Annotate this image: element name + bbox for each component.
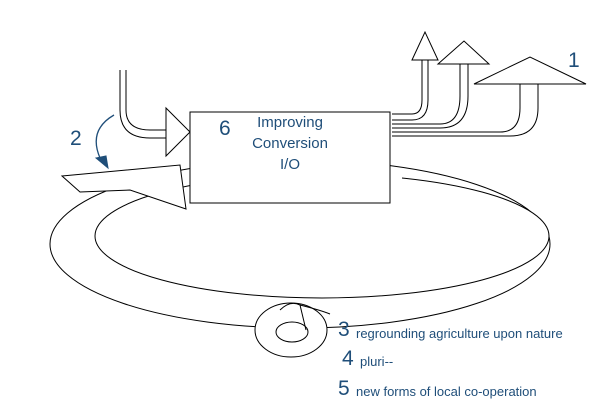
label-5-text: new forms of local co-operation [356, 384, 537, 399]
label-5-number: 5 [338, 377, 350, 400]
label-3-text: regrounding agriculture upon nature [356, 326, 563, 341]
output-arrowhead-small [411, 30, 439, 61]
output-arrow-medium-shaft-inner [392, 64, 461, 125]
spiral-connector [279, 302, 331, 331]
label-2: 2 [70, 127, 82, 150]
input-arrow-shaft-inner [125, 70, 168, 131]
input-arrow-shaft [119, 70, 168, 139]
output-arrow-small-shaft [392, 60, 429, 121]
process-box [189, 111, 391, 204]
output-arrow-small-shaft-inner [392, 60, 423, 115]
output-arrow-large-shaft-inner [392, 84, 521, 133]
arrow-2-curve [95, 114, 115, 159]
loop-arrowhead [60, 164, 187, 210]
process-box-line-1: Improving [257, 114, 323, 131]
spiral-inner [275, 321, 309, 343]
output-arrow-large-shaft [392, 84, 539, 137]
process-box-line-2: Conversion [252, 135, 328, 152]
label-4-text: pluri-- [360, 354, 394, 369]
output-arrowhead-large [473, 56, 587, 85]
label-3-number: 3 [338, 318, 350, 341]
input-arrowhead [165, 106, 191, 158]
output-arrowhead-medium [436, 40, 491, 65]
label-1: 1 [568, 49, 580, 72]
process-box-number: 6 [219, 117, 231, 140]
arrow-2-head [94, 155, 109, 170]
output-arrow-medium-shaft [392, 64, 469, 129]
process-box-text: Improving Conversion I/O [190, 112, 390, 175]
process-box-line-3: I/O [279, 156, 300, 173]
label-4-number: 4 [342, 347, 354, 370]
